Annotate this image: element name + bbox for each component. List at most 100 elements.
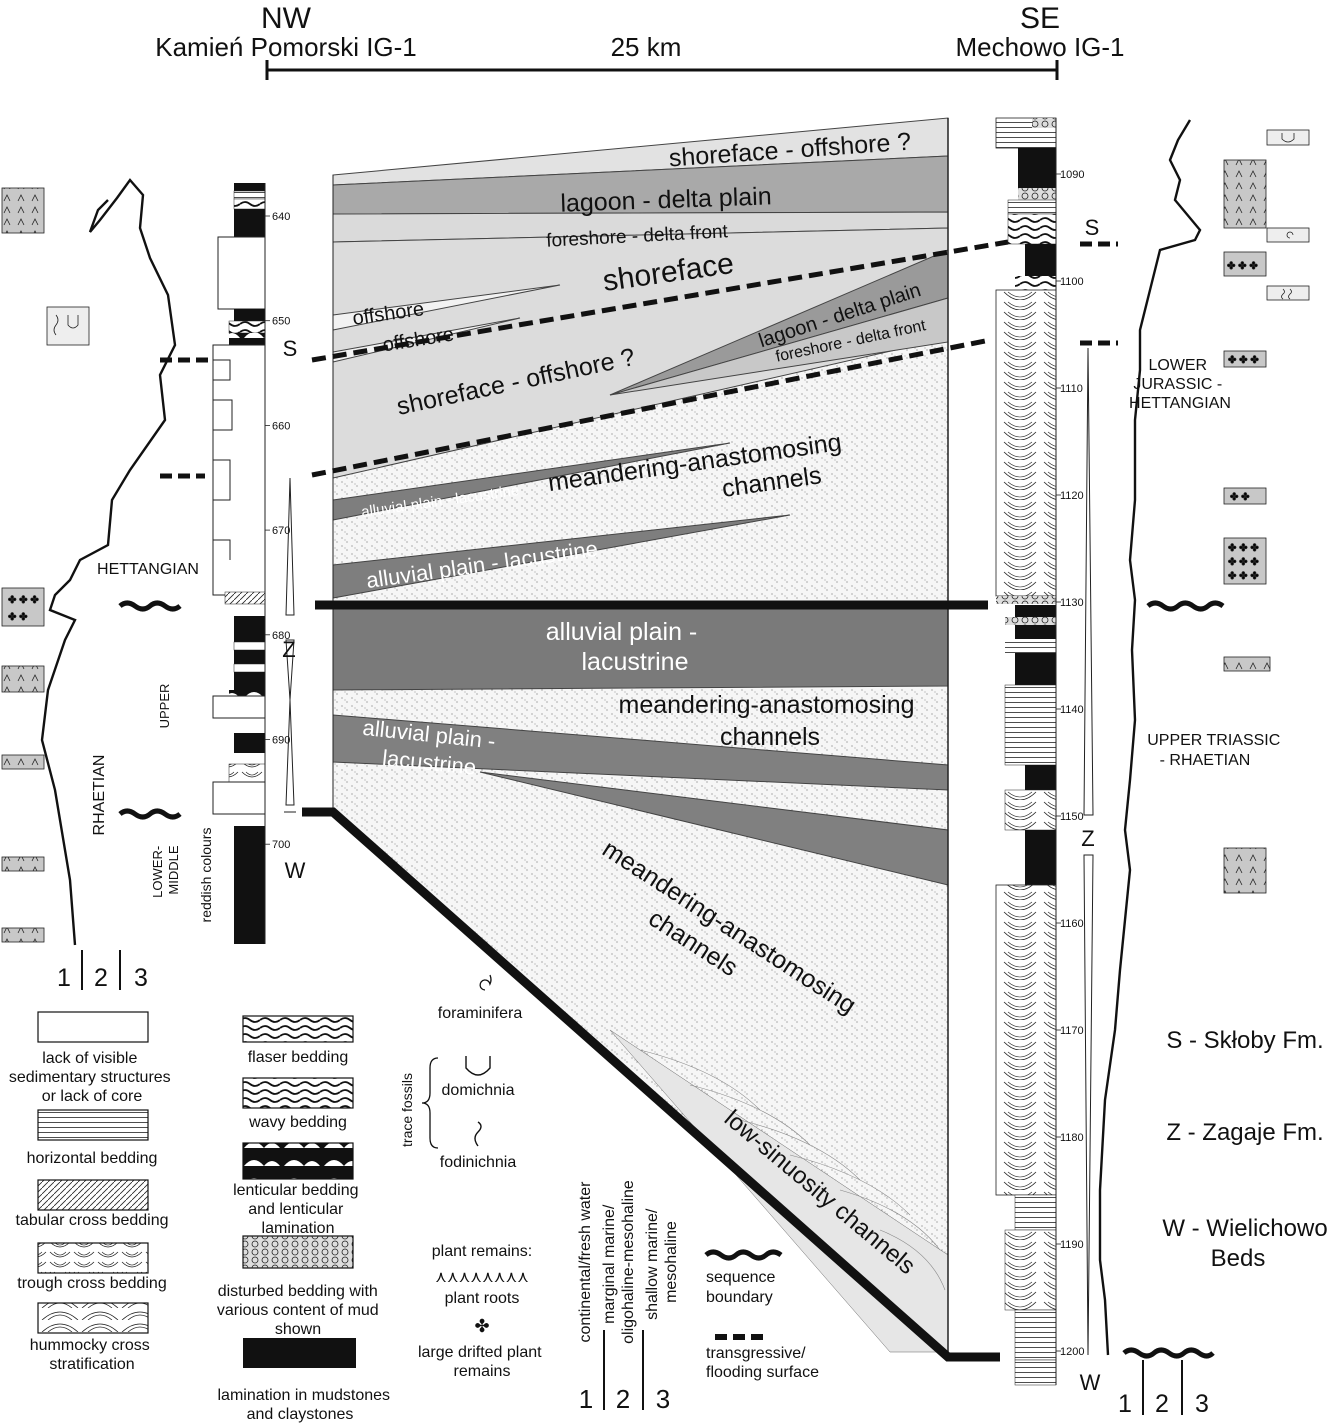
right-axis-1: 1	[1118, 1390, 1132, 1418]
left-fossil-symbols: ✤ ✤ ✤ ✤ ✤	[1, 187, 90, 943]
trace-fossils-brace	[421, 1057, 439, 1149]
depth-tick-label: 670	[272, 525, 290, 537]
right-sequence-boundary-mark-2	[1122, 1347, 1215, 1359]
salinity-1: 1	[579, 1384, 593, 1414]
legend-label-flaser: flaser bedding	[248, 1049, 349, 1066]
depth-tick-label: 1120	[1060, 490, 1084, 502]
left-lower-middle-line: MIDDLE	[166, 845, 181, 894]
left-sequence-boundary-mark-1	[118, 600, 182, 612]
legend-label-tabular: tabular cross bedding	[16, 1212, 169, 1229]
left-sequence-triangles	[284, 477, 296, 813]
svg-text:✤ ✤ ✤: ✤ ✤ ✤	[1227, 261, 1258, 272]
legend-swatch-mudstone	[243, 1338, 356, 1368]
legend-large-plant: large drifted plant remains	[418, 1344, 546, 1380]
formation-s: S - Skłoby Fm.	[1166, 1027, 1323, 1054]
legend-swatch-trough	[37, 1242, 149, 1274]
sequence-boundary-icon	[704, 1249, 783, 1261]
facies-label-line: lacustrine	[582, 648, 689, 676]
legend-swatch-no-structure	[37, 1011, 149, 1043]
right-lithology-column	[995, 117, 1057, 1386]
legend-domichnia: domichnia	[442, 1082, 515, 1099]
legend-line: lamination in mudstones	[218, 1387, 391, 1404]
legend-label-hummocky: hummocky cross stratification	[30, 1337, 154, 1373]
left-rhaetian-label: RHAETIAN	[91, 755, 108, 836]
boundary-legend: sequence boundary transgressive/ floodin…	[704, 1249, 819, 1381]
legend-line: various content of mud	[217, 1302, 379, 1319]
depth-tick-label: 1150	[1060, 811, 1084, 823]
legend-line: or lack of core	[42, 1088, 143, 1105]
svg-text:✤ ✤ ✤: ✤ ✤ ✤	[8, 595, 39, 606]
facies-label-line: meandering-anastomosing	[619, 691, 915, 719]
right-salinity-curve	[1098, 119, 1202, 1356]
legend-line: hummocky cross	[30, 1337, 150, 1354]
legend-plant-roots: plant roots	[445, 1290, 520, 1307]
nw-well-name: Kamień Pomorski IG-1	[155, 32, 417, 62]
legend-line: disturbed bedding with	[218, 1283, 378, 1300]
correlation-panel: shoreface - offshore ? lagoon - delta pl…	[302, 117, 1009, 1362]
facies-label: meandering-anastomosing channels	[619, 691, 922, 751]
legend-line: and claystones	[247, 1406, 354, 1423]
left-upper-label: UPPER	[157, 684, 172, 729]
distance-label: 25 km	[611, 32, 682, 62]
salinity-legend: 1 2 3 continental/fresh water marginal m…	[577, 1180, 680, 1414]
salinity-3: 3	[656, 1384, 670, 1414]
right-s-letter: S	[1085, 215, 1100, 240]
legend-line: shown	[275, 1321, 321, 1338]
right-lower-jurassic-line: JURASSIC -	[1133, 376, 1222, 393]
svg-text:✤ ✤ ✤: ✤ ✤ ✤	[1228, 557, 1259, 568]
legend-label-wavy: wavy bedding	[248, 1114, 347, 1131]
legend-line: lenticular bedding	[233, 1182, 358, 1199]
right-z-letter: Z	[1081, 826, 1094, 851]
right-well-log: 1090110011101120113011401150116011701180…	[995, 117, 1310, 1418]
legend-swatch-flaser	[242, 1015, 354, 1043]
header: NW Kamień Pomorski IG-1 25 km SE Mechowo…	[155, 2, 1125, 80]
depth-tick-label: 660	[272, 420, 290, 432]
depth-tick-label: 1190	[1060, 1239, 1084, 1251]
legend-swatch-disturbed	[242, 1235, 354, 1269]
legend-line: boundary	[706, 1289, 773, 1306]
depth-tick-label: 1200	[1060, 1346, 1084, 1358]
facies-label-line: channels	[720, 723, 820, 751]
legend-label-trough: trough cross bedding	[17, 1275, 166, 1292]
right-depth-ticks: 1090110011101120113011401150116011701180…	[1056, 169, 1084, 1358]
svg-text:✤ ✤: ✤ ✤	[1230, 492, 1250, 503]
low-sinuosity-cross-lines	[639, 1049, 946, 1291]
legend-line: flooding surface	[706, 1364, 819, 1381]
left-reddish-colours: reddish colours	[198, 828, 214, 923]
lithology-legend: lack of visible sedimentary structures o…	[9, 1011, 391, 1423]
formation-z: Z - Zagaje Fm.	[1166, 1119, 1323, 1146]
se-label: SE	[1020, 2, 1060, 35]
svg-text:✤ ✤ ✤: ✤ ✤ ✤	[1228, 543, 1259, 554]
legend-line: oligohaline-mesohaline	[620, 1180, 637, 1344]
flooding-surface-lower	[311, 337, 991, 478]
legend-line: marginal marine/	[601, 1204, 618, 1324]
svg-text:✤ ✤ ✤: ✤ ✤ ✤	[1228, 571, 1259, 582]
formation-w-line1: W - Wielichowo	[1162, 1215, 1327, 1242]
legend-line: stratification	[49, 1356, 134, 1373]
legend-sequence-boundary: sequence boundary	[706, 1269, 780, 1306]
legend-fodinichnia: fodinichnia	[440, 1154, 517, 1171]
salinity-label-2: marginal marine/ oligohaline-mesohaline	[601, 1180, 637, 1344]
legend-label-col1-0: lack of visible sedimentary structures o…	[9, 1050, 175, 1105]
legend-swatch-wavy	[242, 1077, 354, 1109]
facies-label-line: alluvial plain -	[546, 618, 697, 646]
depth-tick-label: 1170	[1060, 1025, 1084, 1037]
large-plant-icon: ✤	[474, 1316, 489, 1336]
right-upper-triassic-label: UPPER TRIASSIC - RHAETIAN	[1147, 732, 1285, 769]
left-lithology-column	[212, 183, 266, 944]
right-fossil-symbols: ✤ ✤ ✤ ✤ ✤ ✤ ✤ ✤ ✤ ✤ ✤ ✤ ✤ ✤ ✤ ✤ ✤	[1223, 129, 1310, 894]
domichnia-icon	[465, 1056, 491, 1076]
legend-label-disturbed: disturbed bedding with various content o…	[217, 1283, 383, 1338]
depth-tick-label: 1160	[1060, 918, 1084, 930]
depth-tick-label: 650	[272, 316, 290, 328]
legend-swatch-tabular	[37, 1179, 149, 1211]
left-sequence-boundary-mark-2	[118, 808, 182, 820]
legend-line: sedimentary structures	[9, 1069, 171, 1086]
legend-line: lamination	[262, 1220, 335, 1237]
legend-label-horizontal: horizontal bedding	[27, 1150, 158, 1167]
left-w-letter: W	[285, 858, 306, 883]
legend-label-lenticular: lenticular bedding and lenticular lamina…	[233, 1182, 363, 1237]
distance-scale-bar	[265, 60, 1059, 80]
